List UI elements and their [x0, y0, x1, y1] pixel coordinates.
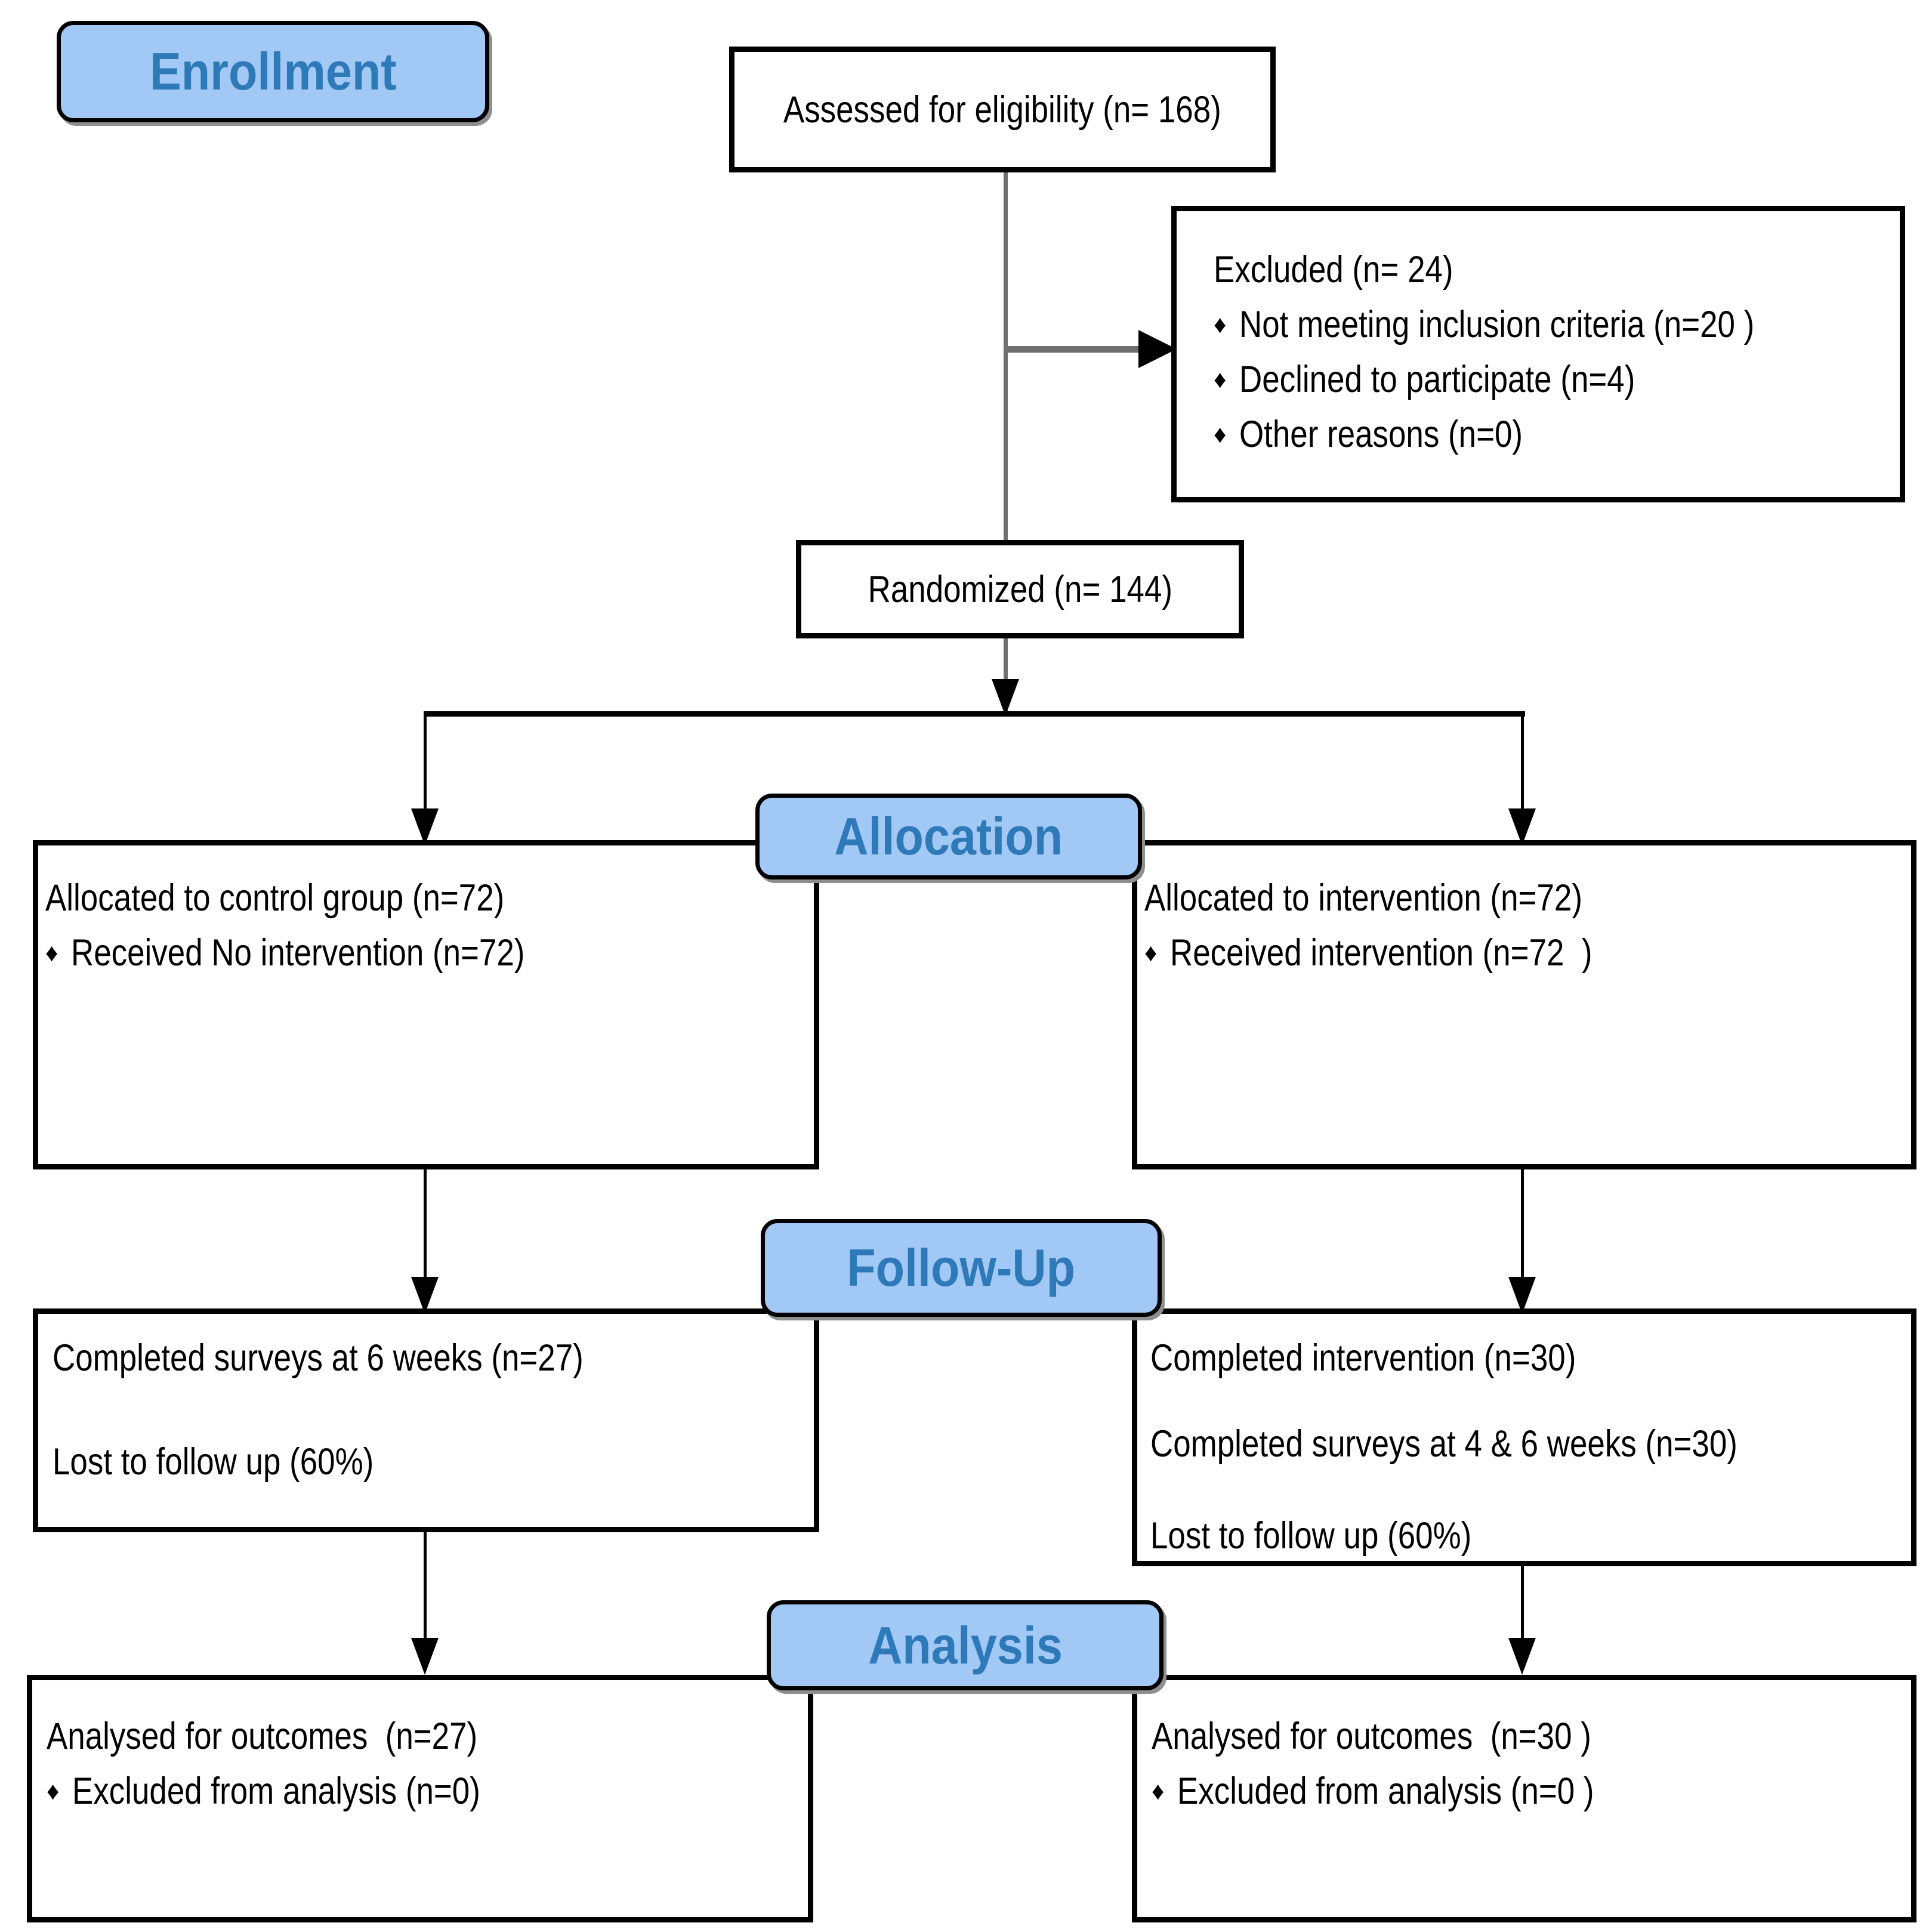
stage-label-enrollment: Enrollment — [149, 42, 397, 101]
stage-box-allocation: Allocation — [755, 794, 1142, 879]
randomized-text: Randomized (n= 144) — [868, 568, 1172, 610]
allocation-intervention-item-row: ♦ Received intervention (n=72 ) — [1144, 925, 1903, 980]
excluded-item-row: ♦ Declined to participate (n=4) — [1214, 352, 1888, 407]
connector-intervention-to-analysis — [1521, 1566, 1524, 1640]
analysis-control-item-row: ♦ Excluded from analysis (n=0) — [47, 1764, 800, 1819]
connector-control-to-followup — [424, 1169, 427, 1278]
excluded-item-row: ♦ Other reasons (n=0) — [1214, 407, 1888, 462]
analysis-control-box: Analysed for outcomes (n=27) ♦ Excluded … — [27, 1675, 813, 1922]
followup-intervention-line-2: Completed surveys at 4 & 6 weeks (n=30) — [1150, 1423, 1737, 1465]
bullet-icon: ♦ — [47, 1777, 60, 1805]
arrowhead-followup-right-icon — [1508, 1277, 1536, 1314]
allocation-control-box: Allocated to control group (n=72) ♦ Rece… — [33, 840, 819, 1169]
stage-label-analysis: Analysis — [868, 1615, 1063, 1675]
connector-control-to-analysis — [424, 1532, 427, 1640]
stage-box-enrollment: Enrollment — [57, 21, 489, 122]
bullet-icon: ♦ — [1214, 420, 1227, 448]
followup-control-line-1: Completed surveys at 6 weeks (n=27) — [53, 1337, 584, 1379]
arrowhead-branch-icon — [992, 679, 1019, 716]
bullet-icon: ♦ — [1214, 310, 1227, 338]
followup-control-box: Completed surveys at 6 weeks (n=27) Lost… — [33, 1308, 819, 1532]
bullet-icon: ♦ — [45, 939, 58, 967]
excluded-item-not-meeting: Not meeting inclusion criteria (n=20 ) — [1239, 304, 1755, 345]
allocation-intervention-item: Received intervention (n=72 ) — [1170, 932, 1592, 974]
analysis-intervention-box: Analysed for outcomes (n=30 ) ♦ Excluded… — [1132, 1675, 1916, 1922]
bullet-icon: ♦ — [1152, 1777, 1165, 1805]
branch-drop-left — [424, 715, 427, 810]
stage-label-allocation: Allocation — [834, 807, 1063, 866]
connector-assessed-to-randomized — [1004, 172, 1008, 540]
allocation-intervention-box: Allocated to intervention (n=72) ♦ Recei… — [1132, 840, 1916, 1169]
analysis-intervention-item: Excluded from analysis (n=0 ) — [1177, 1770, 1595, 1812]
arrowhead-analysis-left-icon — [411, 1638, 439, 1675]
arrowhead-alloc-right-icon — [1508, 808, 1536, 845]
excluded-item-row: ♦ Not meeting inclusion criteria (n=20 ) — [1214, 297, 1888, 352]
followup-control-line-2: Lost to follow up (60%) — [53, 1441, 374, 1483]
connector-intervention-to-followup — [1521, 1169, 1524, 1278]
stage-box-followup: Follow-Up — [761, 1219, 1162, 1317]
analysis-intervention-title: Analysed for outcomes (n=30 ) — [1152, 1715, 1591, 1757]
followup-intervention-box: Completed intervention (n=30) Completed … — [1132, 1308, 1916, 1566]
assessed-eligibility-box: Assessed for eligibility (n= 168) — [729, 47, 1276, 172]
allocation-control-item: Received No intervention (n=72) — [71, 932, 525, 974]
arrowhead-excluded-icon — [1138, 330, 1177, 368]
excluded-item-other: Other reasons (n=0) — [1239, 413, 1523, 455]
stage-box-analysis: Analysis — [767, 1600, 1163, 1690]
arrowhead-followup-left-icon — [411, 1277, 439, 1314]
allocation-control-title: Allocated to control group (n=72) — [45, 877, 505, 919]
analysis-control-title: Analysed for outcomes (n=27) — [47, 1715, 478, 1757]
analysis-control-item: Excluded from analysis (n=0) — [72, 1770, 481, 1812]
followup-intervention-line-1: Completed intervention (n=30) — [1150, 1337, 1576, 1379]
bullet-icon: ♦ — [1214, 365, 1227, 393]
stage-label-followup: Follow-Up — [847, 1238, 1076, 1297]
excluded-title: Excluded (n= 24) — [1214, 249, 1453, 291]
excluded-item-declined: Declined to participate (n=4) — [1239, 359, 1635, 400]
connector-randomized-to-branch — [1004, 638, 1008, 715]
analysis-intervention-item-row: ♦ Excluded from analysis (n=0 ) — [1152, 1764, 1903, 1819]
followup-intervention-line-3: Lost to follow up (60%) — [1150, 1515, 1472, 1557]
excluded-box: Excluded (n= 24) ♦ Not meeting inclusion… — [1171, 206, 1905, 502]
allocation-intervention-title: Allocated to intervention (n=72) — [1144, 877, 1582, 919]
assessed-eligibility-text: Assessed for eligibility (n= 168) — [783, 88, 1221, 131]
arrowhead-alloc-left-icon — [411, 808, 439, 845]
arrowhead-analysis-right-icon — [1508, 1638, 1536, 1675]
allocation-control-item-row: ♦ Received No intervention (n=72) — [45, 925, 805, 980]
branch-horizontal-line — [424, 711, 1525, 717]
branch-drop-right — [1521, 715, 1524, 810]
connector-to-excluded — [1004, 346, 1142, 353]
bullet-icon: ♦ — [1144, 939, 1158, 967]
randomized-box: Randomized (n= 144) — [796, 540, 1244, 638]
